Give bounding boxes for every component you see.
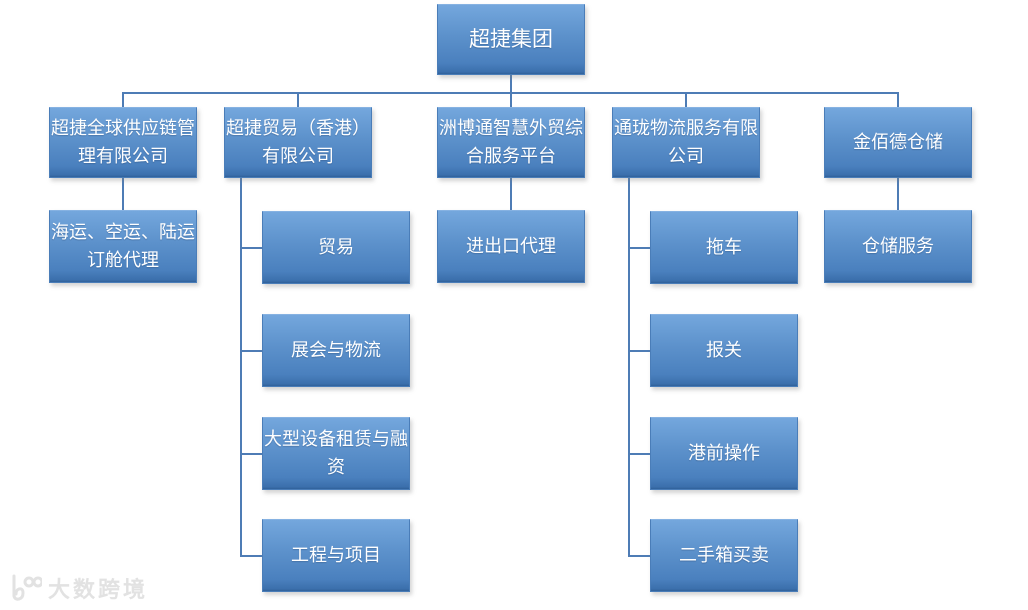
org-node-trade: 贸易 [262,211,410,284]
org-node-import-export-agency: 进出口代理 [437,210,585,283]
org-node-customs: 报关 [650,314,798,387]
org-node-trailer: 拖车 [650,211,798,284]
connector-drop-branch-5 [897,92,899,108]
connector-drop-branch-3 [510,92,512,108]
connector-root-stem [510,75,512,93]
connector-stub [628,350,650,352]
connector-stub [240,555,262,557]
dashukuajing-logo-icon [8,574,42,602]
org-node-branch-jinbaide: 金佰德仓储 [824,107,972,178]
connector-drop-branch-4 [685,92,687,108]
org-node-warehouse-service: 仓储服务 [824,210,972,283]
org-node-branch-trading-hk: 超捷贸易（香港）有限公司 [224,107,372,178]
org-node-expo-logistics: 展会与物流 [262,314,410,387]
connector-stub [240,453,262,455]
connector-drop-branch-1 [122,92,124,108]
connector-stem-branch-5 [897,178,899,211]
connector-stub [240,247,262,249]
org-node-pre-port-ops: 港前操作 [650,417,798,490]
org-node-booking-agency: 海运、空运、陆运订舱代理 [49,210,197,283]
org-node-engineering-projects: 工程与项目 [262,519,410,592]
org-node-used-container-trade: 二手箱买卖 [650,519,798,592]
org-node-root: 超捷集团 [437,4,585,75]
connector-stub [628,247,650,249]
connector-stub [628,555,650,557]
watermark: 大数跨境 [8,572,148,604]
connector-hang-branch-4 [628,178,630,556]
connector-stem-branch-3 [510,178,512,211]
org-node-branch-tonglong: 通珑物流服务有限公司 [612,107,760,178]
connector-stem-branch-1 [122,178,124,211]
org-node-equipment-leasing: 大型设备租赁与融资 [262,417,410,490]
connector-stub [628,453,650,455]
watermark-text: 大数跨境 [48,577,149,602]
org-node-branch-zhoubotong: 洲博通智慧外贸综合服务平台 [437,107,585,178]
connector-hang-branch-2 [240,178,242,556]
org-node-branch-supply-chain: 超捷全球供应链管理有限公司 [49,107,197,178]
connector-stub [240,350,262,352]
connector-drop-branch-2 [297,92,299,108]
